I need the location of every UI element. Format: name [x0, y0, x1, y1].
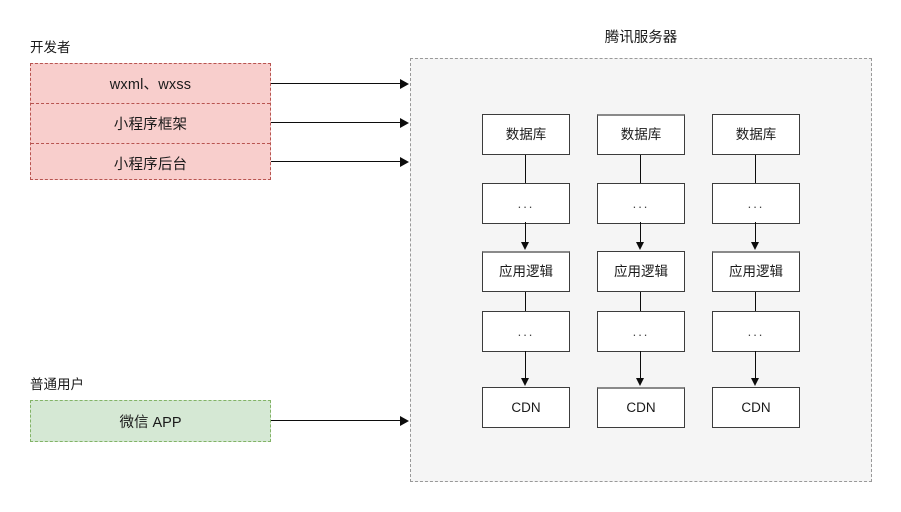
- node-ellipsis-3b[interactable]: ...: [712, 311, 800, 352]
- node-ellipsis-1a[interactable]: ...: [482, 183, 570, 224]
- arrow-head-icon: [400, 416, 409, 426]
- connector-logic-to-dots-1: [525, 292, 526, 311]
- connector-dots-to-cdn-2: [640, 351, 641, 380]
- node-app-logic-3[interactable]: 应用逻辑: [712, 251, 800, 292]
- node-database-2[interactable]: 数据库: [597, 114, 685, 155]
- arrow-shaft: [271, 83, 401, 85]
- connector-dots-to-logic-3: [755, 222, 756, 243]
- server-title: 腾讯服务器: [604, 30, 678, 46]
- connector-db-to-dots-2: [640, 155, 641, 183]
- arrow-shaft: [271, 161, 401, 163]
- developer-row-framework[interactable]: 小程序框架: [31, 103, 270, 143]
- developer-row-wxml[interactable]: wxml、wxss: [109, 77, 192, 93]
- connector-logic-to-dots-2: [640, 292, 641, 311]
- node-database-1[interactable]: 数据库: [482, 114, 570, 155]
- arrow-head-icon: [636, 378, 644, 386]
- developer-row-backend[interactable]: 小程序后台: [31, 143, 270, 183]
- node-cdn-3[interactable]: CDN: [712, 387, 800, 428]
- node-ellipsis-2a[interactable]: ...: [597, 183, 685, 224]
- node-ellipsis-3a[interactable]: ...: [712, 183, 800, 224]
- connector-db-to-dots-1: [525, 155, 526, 183]
- arrow-head-icon: [400, 79, 409, 89]
- node-cdn-2[interactable]: CDN: [597, 387, 685, 428]
- connector-dots-to-cdn-3: [755, 351, 756, 380]
- arrow-head-icon: [751, 378, 759, 386]
- user-caption: 普通用户: [30, 377, 84, 392]
- connector-dots-to-logic-2: [640, 222, 641, 243]
- node-app-logic-1[interactable]: 应用逻辑: [482, 251, 570, 292]
- arrow-shaft: [271, 122, 401, 124]
- wechat-app-box[interactable]: 微信 APP: [30, 400, 271, 442]
- arrow-head-icon: [636, 242, 644, 250]
- arrow-shaft: [271, 420, 401, 422]
- arrow-head-icon: [400, 118, 409, 128]
- developer-caption: 开发者: [30, 40, 71, 55]
- connector-dots-to-logic-1: [525, 222, 526, 243]
- arrow-head-icon: [751, 242, 759, 250]
- node-app-logic-2[interactable]: 应用逻辑: [597, 251, 685, 292]
- connector-db-to-dots-3: [755, 155, 756, 183]
- arrow-head-icon: [521, 242, 529, 250]
- arrow-head-icon: [400, 157, 409, 167]
- node-database-3[interactable]: 数据库: [712, 114, 800, 155]
- developer-group[interactable]: wxml、wxss 小程序框架 小程序后台: [30, 63, 271, 180]
- node-ellipsis-2b[interactable]: ...: [597, 311, 685, 352]
- arrow-head-icon: [521, 378, 529, 386]
- node-ellipsis-1b[interactable]: ...: [482, 311, 570, 352]
- connector-logic-to-dots-3: [755, 292, 756, 311]
- node-cdn-1[interactable]: CDN: [482, 387, 570, 428]
- connector-dots-to-cdn-1: [525, 351, 526, 380]
